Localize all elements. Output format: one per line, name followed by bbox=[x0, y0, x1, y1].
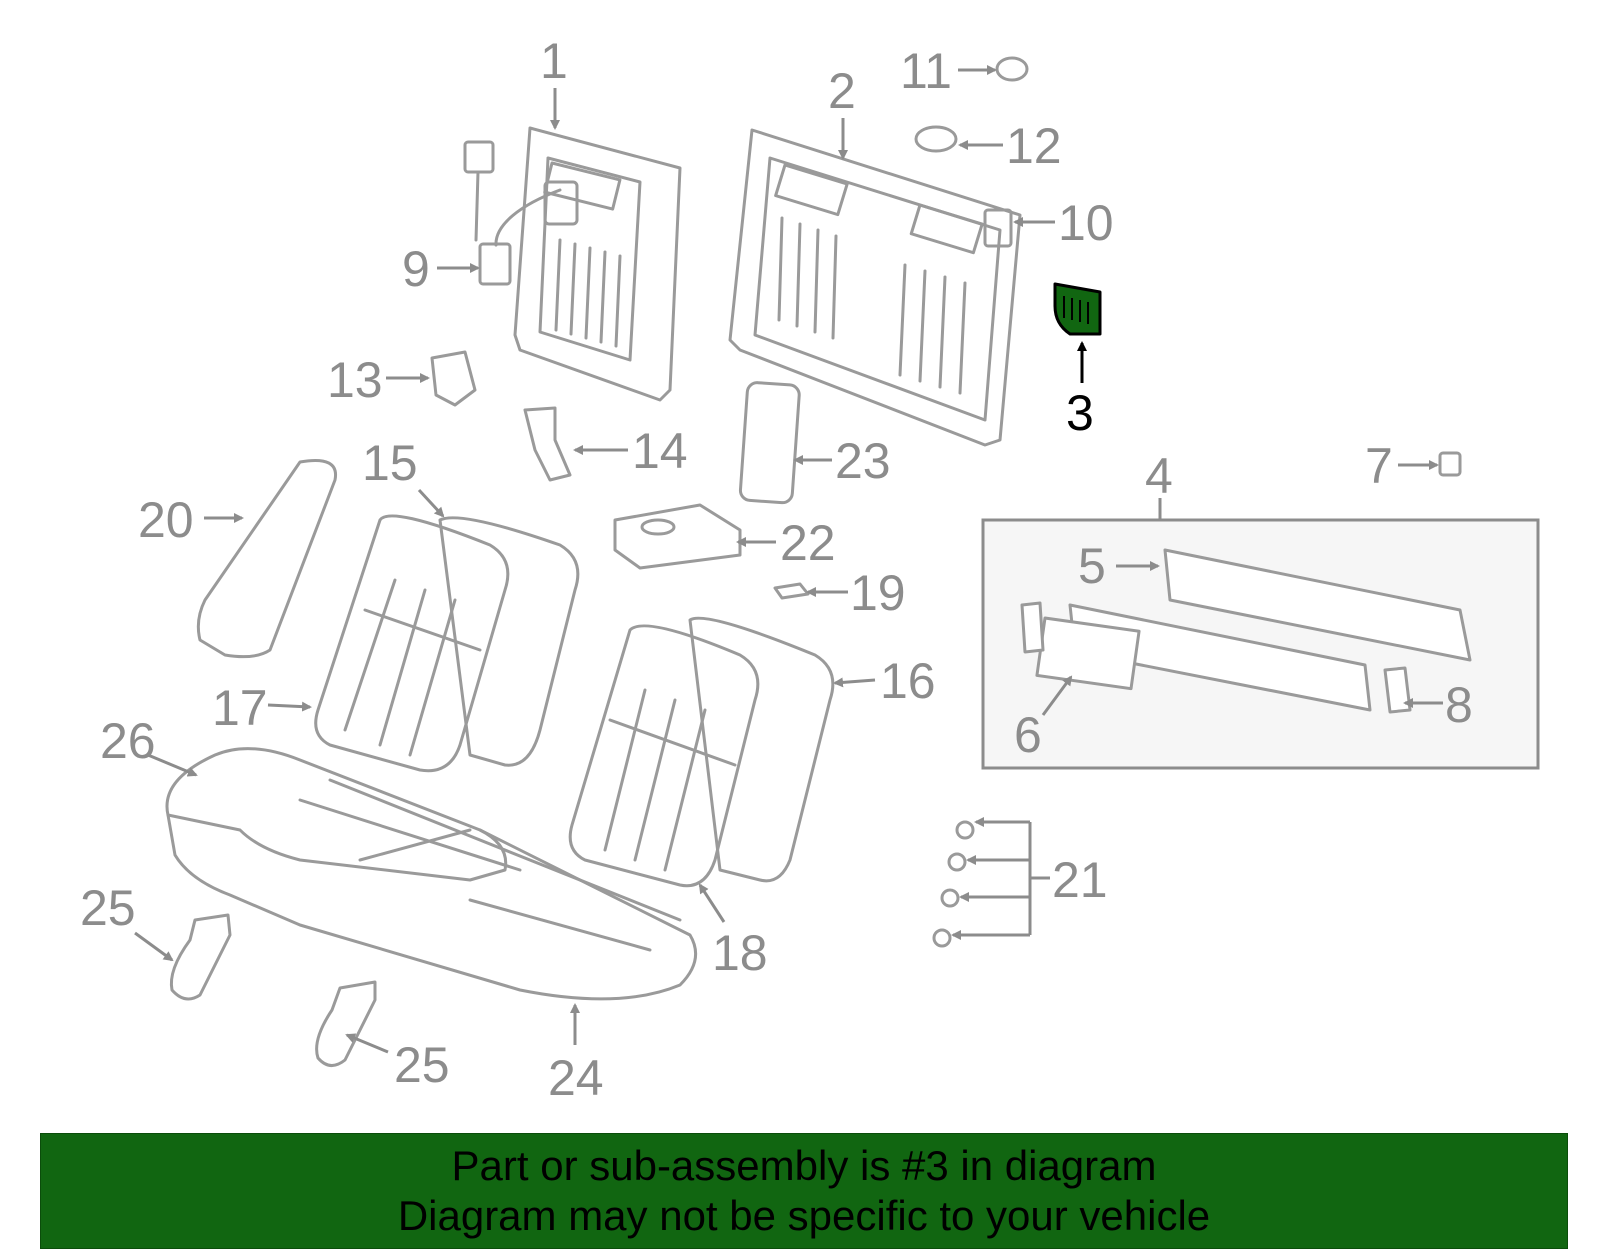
label-part-22: 22 bbox=[780, 515, 836, 571]
label-part-9: 9 bbox=[402, 241, 430, 297]
label-part-16: 16 bbox=[880, 653, 936, 709]
part-5-rail bbox=[1163, 548, 1472, 662]
part-7-cap bbox=[1438, 451, 1462, 477]
label-part-17: 17 bbox=[212, 680, 268, 736]
part-22-armrest bbox=[613, 503, 742, 570]
label-part-8: 8 bbox=[1445, 677, 1473, 733]
label-part-13: 13 bbox=[327, 352, 383, 408]
label-part-24: 24 bbox=[548, 1050, 604, 1106]
part-26-cushion-cover bbox=[165, 747, 508, 882]
part-3-highlighted-bezel bbox=[1053, 282, 1102, 336]
part-19-clip bbox=[773, 582, 810, 600]
part-17-seatback-pad-left bbox=[314, 514, 510, 773]
banner-line-part-info: Part or sub-assembly is #3 in diagram bbox=[451, 1142, 1157, 1189]
label-part-2: 2 bbox=[828, 63, 856, 119]
label-part-5: 5 bbox=[1078, 538, 1106, 594]
part-21-bolts bbox=[932, 820, 975, 948]
label-part-3: 3 bbox=[1066, 385, 1094, 441]
label-part-7: 7 bbox=[1365, 438, 1393, 494]
part-4-end-bracket bbox=[1020, 601, 1045, 654]
part-23-pad bbox=[738, 381, 801, 505]
part-16-seatback-cover-right bbox=[688, 616, 835, 883]
label-part-21: 21 bbox=[1052, 852, 1108, 908]
label-part-4: 4 bbox=[1145, 448, 1173, 504]
label-part-11: 11 bbox=[900, 43, 952, 99]
label-part-1: 1 bbox=[540, 33, 568, 89]
label-part-10: 10 bbox=[1058, 195, 1114, 251]
part-6-latch bbox=[1035, 616, 1141, 691]
label-part-26: 26 bbox=[100, 713, 156, 769]
part-12-grommet bbox=[914, 125, 958, 153]
label-part-18: 18 bbox=[712, 925, 768, 981]
part-1-seatback-frame-left bbox=[513, 126, 682, 402]
label-part-14: 14 bbox=[632, 423, 688, 479]
part-25-strap-lower bbox=[315, 980, 377, 1067]
label-part-25-b: 25 bbox=[394, 1037, 450, 1093]
part-24-seat-cushion bbox=[166, 778, 698, 1001]
label-part-6: 6 bbox=[1014, 707, 1042, 763]
leader-lines bbox=[134, 65, 1443, 1054]
parts-diagram: 1 2 3 4 5 6 7 8 9 10 11 12 13 14 15 16 1… bbox=[80, 33, 1540, 1106]
label-part-15: 15 bbox=[362, 435, 418, 491]
part-18-seatback-pad-right bbox=[568, 624, 760, 888]
part-15-seatback-cover-left bbox=[438, 516, 580, 767]
label-part-20: 20 bbox=[138, 492, 194, 548]
label-part-19: 19 bbox=[850, 565, 906, 621]
label-part-23: 23 bbox=[835, 433, 891, 489]
part-2-seatback-frame-right bbox=[728, 128, 1022, 447]
info-banner: Part or sub-assembly is #3 in diagram Di… bbox=[40, 1133, 1568, 1249]
part-8-bracket bbox=[1383, 666, 1412, 714]
part-14-hinge bbox=[523, 406, 572, 482]
part-13-bracket bbox=[430, 350, 477, 407]
part-11-clip bbox=[995, 56, 1029, 82]
part-9-wire-harness bbox=[463, 140, 579, 286]
part-20-bolster bbox=[196, 459, 338, 659]
part-25-strap-upper bbox=[169, 913, 232, 1001]
label-part-12: 12 bbox=[1006, 118, 1062, 174]
banner-line-disclaimer: Diagram may not be specific to your vehi… bbox=[397, 1192, 1211, 1239]
label-part-25-a: 25 bbox=[80, 880, 136, 936]
